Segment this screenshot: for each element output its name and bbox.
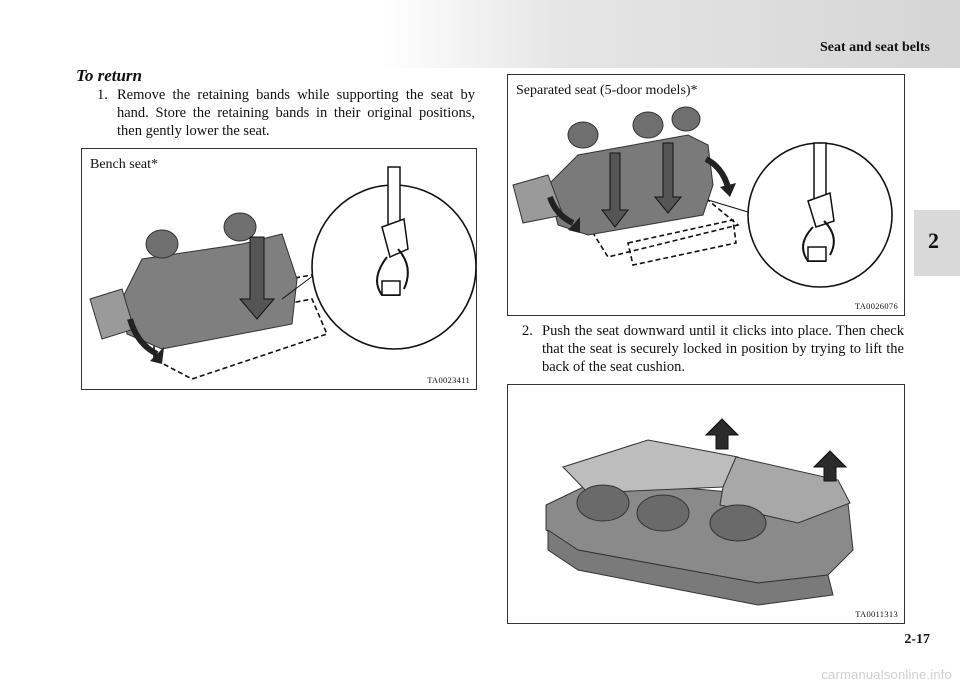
- section-heading: To return: [76, 66, 142, 85]
- figure-code: TA0026076: [854, 301, 898, 311]
- step-1-number: 1.: [97, 87, 108, 103]
- watermark: carmanualsonline.info: [821, 667, 952, 682]
- figure-bench-seat: Bench seat* TA0023411: [81, 148, 477, 390]
- figure-separated-seat: Separated seat (5-door models)* TA002607…: [507, 74, 905, 316]
- figure-folded-seat: TA0011313: [507, 384, 905, 624]
- step-2: 2. Push the seat downward until it click…: [522, 322, 904, 378]
- step-2-text: Push the seat downward until it clicks i…: [542, 323, 904, 375]
- figure-code: TA0023411: [427, 375, 470, 385]
- step-2-number: 2.: [522, 323, 533, 339]
- figure-code: TA0011313: [855, 609, 898, 619]
- folded-seat-illustration: [545, 418, 854, 606]
- bench-seat-illustration: [89, 166, 476, 380]
- chapter-tab-number: 2: [928, 228, 939, 253]
- page-number: 2-17: [904, 632, 930, 647]
- step-1: 1. Remove the retaining bands while supp…: [97, 86, 475, 142]
- figure-caption: Separated seat (5-door models)*: [516, 83, 698, 98]
- header-title: Seat and seat belts: [819, 40, 930, 55]
- step-1-text: Remove the retaining bands while support…: [117, 87, 475, 139]
- separated-seat-illustration: [512, 106, 893, 288]
- figure-caption: Bench seat*: [90, 157, 159, 172]
- chapter-tab: 2: [914, 210, 960, 276]
- header-band: [380, 0, 960, 68]
